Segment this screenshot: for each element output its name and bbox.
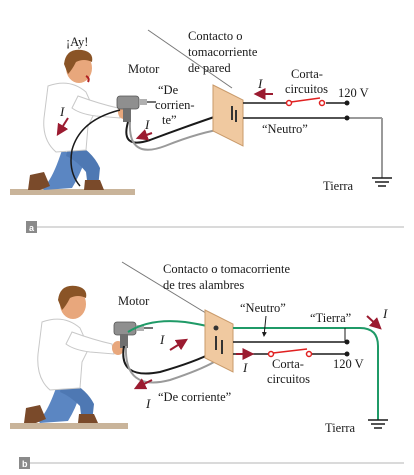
hot-label-a-3: te” [162, 113, 177, 127]
breaker-label-a-1: Corta- [291, 67, 323, 81]
outlet-label-a-1: Contacto o [188, 29, 243, 43]
current-label-a-body: I [59, 104, 65, 119]
current-arrow-body-a [56, 117, 69, 137]
neutral-wire-cord-b [124, 345, 215, 384]
floor-a [10, 189, 135, 195]
current-label-b-cord: I [159, 332, 165, 347]
ground-wire-label-b: “Tierra” [310, 311, 351, 325]
motor-label-b: Motor [118, 294, 150, 308]
outlet-label-b-2: de tres alambres [163, 278, 244, 292]
current-arrow-ground-b [366, 315, 382, 330]
drill-a [116, 95, 156, 122]
terminal-neutral-b [344, 339, 350, 345]
shout-label: ¡Ay! [66, 35, 88, 49]
current-arrow-cord-b [169, 338, 189, 351]
hot-label-a-1: “De [158, 83, 179, 97]
ground-loop-a [70, 109, 121, 187]
hot-wire-a [125, 112, 227, 144]
current-label-b-outlet: I [242, 360, 248, 375]
outlet-label-b-1: Contacto o tomacorriente [163, 262, 290, 276]
terminal-hot-a [344, 100, 350, 106]
ground-label-b: Tierra [325, 421, 356, 435]
current-label-b-ground: I [382, 306, 388, 321]
panel-tag-b-bg [19, 457, 30, 469]
panel-tag-a: a [29, 223, 35, 233]
panel-tag-a-bg [26, 221, 37, 233]
neutral-label-a: “Neutro” [262, 122, 308, 136]
panel-tag-b: b [22, 459, 28, 469]
three-wire-outlet-b [204, 309, 234, 373]
outlet-label-a-2: tomacorriente [188, 45, 258, 59]
hot-label-b: “De corriente” [158, 390, 231, 404]
current-label-b-return: I [145, 396, 151, 411]
current-arrow-return-b [133, 378, 153, 390]
ground-symbol-b [368, 419, 388, 429]
breaker-a [285, 97, 326, 107]
outlet-label-a-3: de pared [188, 61, 231, 75]
panel-b: Motor Contacto o tomacorriente de tres a… [10, 261, 404, 469]
breaker-label-a-2: circuitos [285, 82, 328, 96]
panel-a: ¡Ay! Motor Contacto o tomacorriente de p… [10, 29, 404, 233]
floor-b [10, 423, 128, 429]
motor-label-a: Motor [128, 62, 160, 76]
current-label-a-cord: I [144, 117, 150, 132]
person-a [28, 49, 130, 190]
terminal-neutral-a [344, 115, 350, 121]
ground-bend-b [359, 327, 379, 420]
terminal-hot-b [344, 351, 350, 357]
breaker-label-b-1: Corta- [272, 357, 304, 371]
neutral-label-b: “Neutro” [240, 301, 286, 315]
breaker-label-b-2: circuitos [267, 372, 310, 386]
wall-outlet-a [212, 84, 244, 147]
voltage-label-a: 120 V [338, 86, 369, 100]
wall-edge-a [147, 29, 233, 89]
hot-label-a-2: corrien- [155, 98, 195, 112]
ground-label-a: Tierra [323, 179, 354, 193]
current-label-a-outlet: I [257, 76, 263, 91]
ground-symbol-a [372, 177, 392, 187]
neutral-pointer-b [261, 315, 267, 337]
hot-wire-cord-b [122, 345, 215, 375]
drill-b [113, 321, 153, 348]
breaker-b [267, 348, 313, 358]
person-b [24, 285, 124, 423]
neutral-wire-a [128, 121, 229, 151]
voltage-label-b: 120 V [333, 357, 364, 371]
current-arrow-cord-a [135, 129, 153, 141]
wall-edge-b [121, 261, 215, 319]
